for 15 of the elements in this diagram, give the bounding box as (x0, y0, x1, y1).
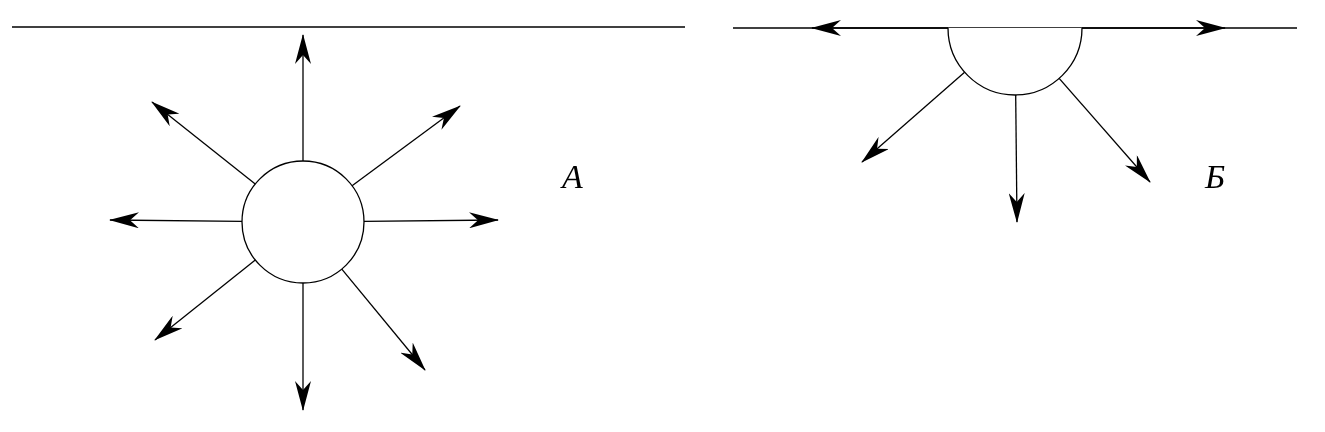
arrow (1081, 20, 1226, 36)
arrow (861, 71, 966, 163)
panel-letter: А (562, 160, 583, 194)
arrow (295, 282, 311, 411)
panel-letter: Б (1205, 160, 1226, 194)
arrow (341, 268, 426, 371)
arrow (811, 20, 949, 36)
arrow (151, 101, 256, 185)
arrow (351, 105, 461, 187)
arrow (109, 212, 243, 229)
arrow (295, 34, 311, 162)
circle (241, 160, 365, 284)
arrow (1058, 77, 1151, 183)
arrow (1008, 94, 1025, 223)
arrow (154, 259, 256, 341)
